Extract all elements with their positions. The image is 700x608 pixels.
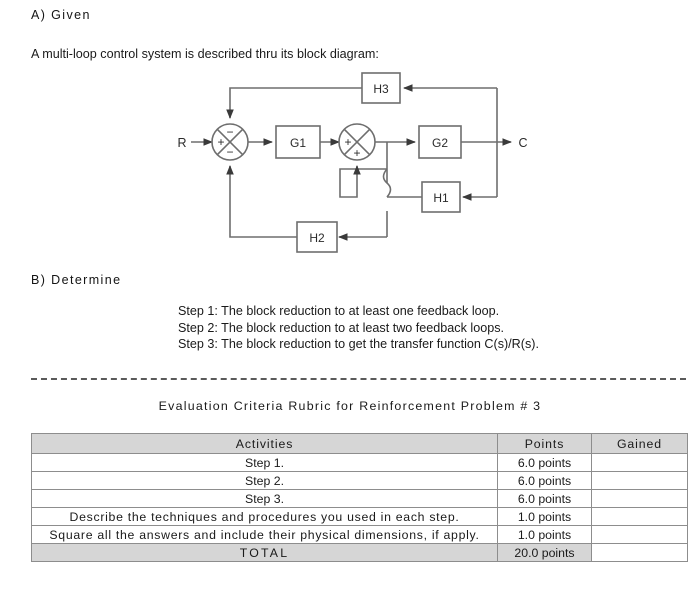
cell-activity: Step 1. bbox=[31, 453, 498, 472]
step-item-2: Step 2: The block reduction to at least … bbox=[178, 320, 505, 335]
cell-total-gained[interactable] bbox=[591, 543, 688, 562]
cell-activity: Square all the answers and include their… bbox=[31, 525, 498, 544]
cell-points: 1.0 points bbox=[497, 507, 592, 526]
dashed-separator bbox=[31, 378, 686, 380]
sum2-sign-bottom: + bbox=[353, 146, 360, 160]
block-h1 bbox=[421, 181, 461, 213]
table-total-row: TOTAL 20.0 points bbox=[31, 543, 688, 562]
cell-points: 6.0 points bbox=[497, 489, 592, 508]
sum1-circle bbox=[211, 123, 249, 161]
table-row: Step 2. 6.0 points bbox=[31, 471, 688, 490]
block-label-h3: H3 bbox=[373, 82, 389, 96]
sum2-cross-a bbox=[343, 128, 371, 156]
wire-hop-semicircle bbox=[382, 168, 392, 198]
section-heading-determine: B) Determine bbox=[31, 273, 122, 287]
block-label-h1: H1 bbox=[433, 191, 449, 205]
block-diagram: R C G1 G2 H1 H2 H3 + − − + + bbox=[177, 72, 528, 253]
block-g2 bbox=[418, 125, 462, 159]
sum1-sign-top: − bbox=[226, 125, 233, 139]
cell-total-label: TOTAL bbox=[31, 543, 498, 562]
wire-h1-to-sum2 bbox=[339, 165, 387, 198]
column-header-activities: Activities bbox=[31, 433, 498, 454]
sum1-cross-a bbox=[216, 128, 244, 156]
steps-list: Step 1: The block reduction to at least … bbox=[178, 303, 539, 353]
cell-gained[interactable] bbox=[591, 525, 688, 544]
block-g1 bbox=[275, 125, 321, 159]
block-label-g2: G2 bbox=[432, 136, 448, 150]
wire-h2-to-sum1 bbox=[226, 165, 297, 238]
table-row: Step 3. 6.0 points bbox=[31, 489, 688, 508]
table-row: Step 1. 6.0 points bbox=[31, 453, 688, 472]
sum1-sign-bottom: − bbox=[226, 145, 233, 159]
sum1-cross-b bbox=[216, 128, 244, 156]
section-heading-given: A) Given bbox=[31, 8, 91, 22]
diagram-label-r: R bbox=[177, 136, 186, 150]
cell-gained[interactable] bbox=[591, 471, 688, 490]
cell-total-points: 20.0 points bbox=[497, 543, 592, 562]
sum1-sign-left: + bbox=[217, 135, 224, 149]
cell-gained[interactable] bbox=[591, 489, 688, 508]
rubric-title: Evaluation Criteria Rubric for Reinforce… bbox=[158, 399, 542, 413]
step-item-3: Step 3: The block reduction to get the t… bbox=[178, 337, 539, 351]
sum2-sign-left: + bbox=[344, 135, 351, 149]
table-row: Describe the techniques and procedures y… bbox=[31, 507, 688, 526]
wire-h3-to-sum1 bbox=[226, 87, 362, 119]
cell-activity: Describe the techniques and procedures y… bbox=[31, 507, 498, 526]
cell-activity: Step 3. bbox=[31, 489, 498, 508]
rubric-table: Activities Points Gained Step 1. 6.0 poi… bbox=[31, 433, 688, 562]
block-label-g1: G1 bbox=[290, 136, 306, 150]
column-header-gained: Gained bbox=[591, 433, 688, 454]
cell-points: 6.0 points bbox=[497, 453, 592, 472]
block-h2 bbox=[296, 221, 338, 253]
sum2-circle bbox=[338, 123, 376, 161]
sum2-cross-b bbox=[343, 128, 371, 156]
column-header-points: Points bbox=[497, 433, 592, 454]
cell-points: 6.0 points bbox=[497, 471, 592, 490]
cell-points: 1.0 points bbox=[497, 525, 592, 544]
cell-gained[interactable] bbox=[591, 507, 688, 526]
block-label-h2: H2 bbox=[309, 231, 325, 245]
table-header-row: Activities Points Gained bbox=[31, 433, 688, 454]
step-item-1: Step 1: The block reduction to at least … bbox=[178, 304, 500, 318]
table-row: Square all the answers and include their… bbox=[31, 525, 688, 544]
cell-gained[interactable] bbox=[591, 453, 688, 472]
given-intro-text: A multi-loop control system is described… bbox=[31, 47, 379, 61]
diagram-label-c: C bbox=[518, 136, 527, 150]
cell-activity: Step 2. bbox=[31, 471, 498, 490]
block-h3 bbox=[361, 72, 401, 104]
